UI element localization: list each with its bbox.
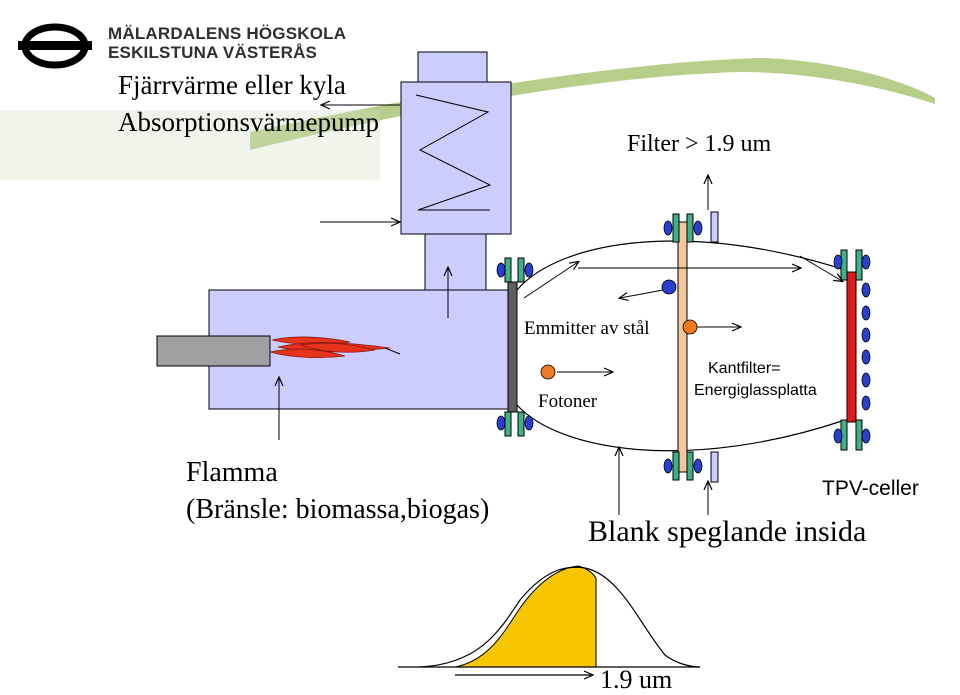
logo-line-1: MÄLARDALENS HÖGSKOLA — [108, 24, 347, 43]
mirror-cavity-top — [516, 240, 846, 291]
fuel-label: (Bränsle: biomassa,biogas) — [186, 494, 490, 525]
edge-filter-plate — [677, 221, 688, 473]
arrows — [279, 105, 842, 515]
heat-pump-body — [400, 81, 512, 235]
heat-pump-top-cap — [417, 51, 488, 83]
heat-pump-neck — [424, 233, 487, 291]
mirror-cavity-bottom — [516, 404, 846, 452]
photon-reflected — [661, 279, 677, 295]
bolt — [496, 220, 871, 474]
heat-title: Fjärrvärme eller kyla — [118, 70, 346, 100]
emitter-label: Emmitter av stål — [524, 318, 650, 339]
photons-label: Fotoner — [538, 391, 598, 412]
emitter-flange-top — [504, 257, 525, 283]
flame — [269, 336, 391, 359]
tpv-cell-plate — [846, 271, 857, 423]
photon-emitted — [540, 364, 556, 380]
spectrum-curve — [419, 566, 701, 668]
logo-line-2: ESKILSTUNA VÄSTERÅS — [108, 43, 318, 62]
flame-label: Flamma — [186, 457, 278, 488]
filter-label: Filter > 1.9 um — [627, 131, 772, 157]
tpv-cells-label: TPV-celler — [822, 477, 919, 500]
emitter-plate — [507, 281, 518, 413]
wavelength-label: 1.9 um — [600, 665, 673, 694]
spectrum-graph — [398, 565, 701, 675]
emitter-flange-bottom — [504, 411, 525, 437]
university-logo-icon — [18, 23, 92, 69]
heat-exchanger-coil — [415, 94, 492, 211]
filter-tab-bottom — [710, 451, 719, 483]
heat-subtitle: Absorptionsvärmepump — [118, 107, 379, 137]
edge-filter-label-2: Energiglassplatta — [694, 382, 817, 399]
filter-flange-bottom — [672, 451, 694, 481]
spectrum-filled-area — [454, 565, 597, 668]
header-shade — [0, 110, 380, 180]
filter-tab-top — [710, 211, 719, 243]
header-swoosh — [250, 58, 935, 150]
filter-flange-top — [672, 213, 694, 243]
fuel-burner-pipe — [156, 335, 271, 367]
mirror-inside-label: Blank speglande insida — [588, 515, 867, 548]
edge-filter-label-1: Kantfilter= — [708, 360, 781, 377]
photon-transmitted — [682, 319, 698, 335]
